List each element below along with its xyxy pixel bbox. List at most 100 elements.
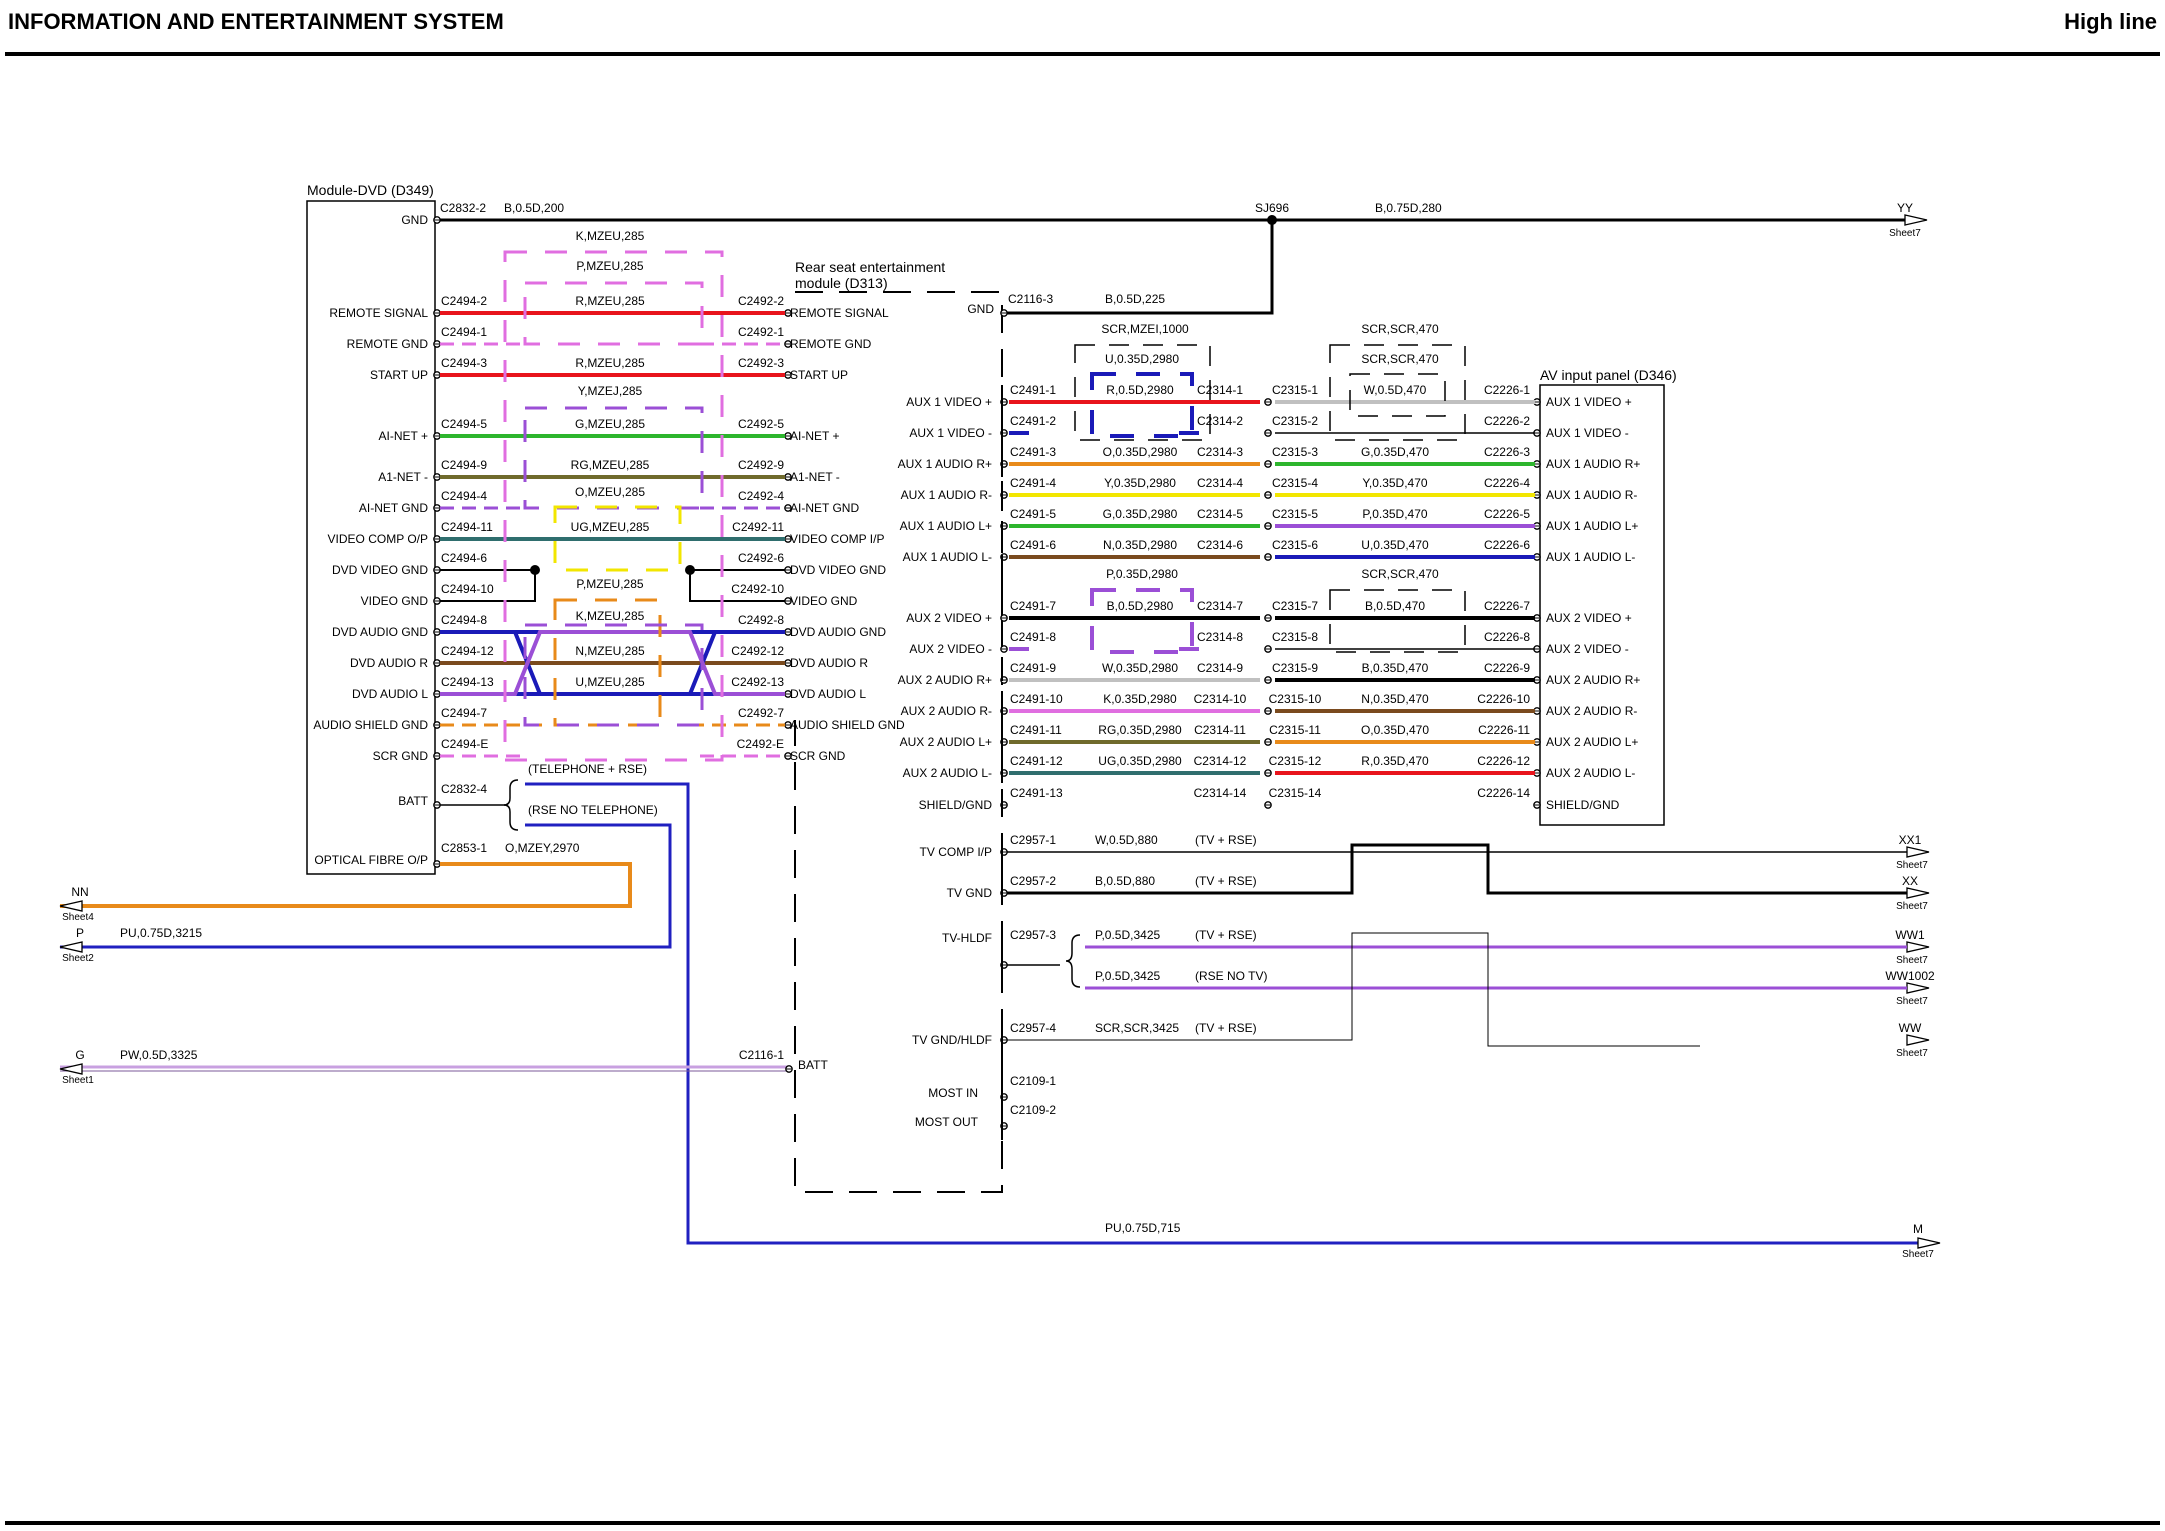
dvd-pin-number: C2494-10: [441, 582, 494, 596]
av-pin-label: AUX 1 AUDIO L-: [1546, 550, 1635, 564]
av-pin: C2226-12: [1477, 754, 1530, 768]
sj696-label: SJ696: [1255, 201, 1289, 215]
wire-spec-label: RG,MZEU,285: [571, 458, 650, 472]
c2314-pin: C2314-4: [1197, 476, 1243, 490]
rse-aux-pin: C2491-10: [1010, 692, 1063, 706]
av-pin-label: AUX 1 AUDIO L+: [1546, 519, 1638, 533]
dvd-pin-label: DVD AUDIO L: [352, 687, 428, 701]
g-sheet: Sheet1: [62, 1075, 94, 1086]
dvd-pin-number: C2494-6: [441, 551, 487, 565]
aux-wire1-label: K,0.35D,2980: [1103, 692, 1177, 706]
gnd-wire2-label: B,0.75D,280: [1375, 201, 1442, 215]
rse-pin-label: A1-NET -: [790, 470, 840, 484]
tv-connector-arrow: [1906, 887, 1930, 899]
batt-note-1: (TELEPHONE + RSE): [528, 762, 647, 776]
av-pin: C2226-10: [1477, 692, 1530, 706]
aux-wire2-label: R,0.35D,470: [1361, 754, 1429, 768]
c2314-pin: C2314-10: [1194, 692, 1247, 706]
batt-rse-wire: [60, 823, 672, 949]
nn-sheet: Sheet4: [62, 912, 94, 923]
rse-aux-label: AUX 1 AUDIO R-: [901, 488, 992, 502]
optical-label: OPTICAL FIBRE O/P: [314, 853, 428, 867]
rse-pin-label: REMOTE SIGNAL: [790, 306, 889, 320]
av-shield-label: U,0.35D,2980: [1105, 352, 1179, 366]
dvd-pin-number: C2494-E: [441, 737, 488, 751]
av-shield-label: SCR,SCR,470: [1361, 567, 1439, 581]
dvd-pin-label: VIDEO GND: [361, 594, 429, 608]
nn-label: NN: [71, 885, 88, 899]
av-pin-label: SHIELD/GND: [1546, 798, 1620, 812]
av-shield-label: SCR,SCR,470: [1361, 352, 1439, 366]
audio-twist-2: [440, 630, 785, 696]
optical-pin: C2853-1: [441, 841, 487, 855]
aux-wire1-label: UG,0.35D,2980: [1098, 754, 1182, 768]
rse-aux-pin: C2491-6: [1010, 538, 1056, 552]
c2314-pin: C2314-6: [1197, 538, 1243, 552]
av-pin-label: AUX 2 VIDEO +: [1546, 611, 1632, 625]
rse-pin-label: VIDEO GND: [790, 594, 858, 608]
shield-spec-label: P,MZEU,285: [576, 259, 643, 273]
c2315-pin: C2315-3: [1272, 445, 1318, 459]
aux-wire2-label: O,0.35D,470: [1361, 723, 1429, 737]
dvd-pin-label: AUDIO SHIELD GND: [313, 718, 428, 732]
rse-module-title-2: module (D313): [795, 275, 888, 291]
batt-note-2: (RSE NO TELEPHONE): [528, 803, 658, 817]
video-splice-left: [530, 565, 540, 575]
rse-pin-number: C2492-8: [738, 613, 784, 627]
dvd-pin-label: AI-NET GND: [359, 501, 428, 515]
rse-batt-label: BATT: [798, 1058, 828, 1072]
rse-aux-label: AUX 1 VIDEO -: [909, 426, 992, 440]
tv-dest: WW1: [1895, 928, 1925, 942]
dvd-pin-label: REMOTE GND: [347, 337, 429, 351]
dvd-pin-label: DVD AUDIO GND: [332, 625, 428, 639]
dvd-pin-number: C2494-5: [441, 417, 487, 431]
aux-wire1-label: N,0.35D,2980: [1103, 538, 1177, 552]
aux-wire1-label: R,0.5D,2980: [1106, 383, 1174, 397]
aux-wire2-label: G,0.35D,470: [1361, 445, 1429, 459]
video-gnd-loop-right: [689, 569, 785, 602]
tv-connector-arrow: [1906, 941, 1930, 953]
rse-batt-pin: C2116-1: [739, 1048, 784, 1062]
rse-aux-pin: C2491-8: [1010, 630, 1056, 644]
av-pin: C2226-11: [1478, 723, 1530, 737]
dvd-pin-number: C2494-4: [441, 489, 487, 503]
rse-module-title: Rear seat entertainment: [795, 259, 945, 275]
yy-connector-arrow: [1904, 214, 1928, 226]
av-shield-label: SCR,MZEI,1000: [1101, 322, 1189, 336]
tv-connector-arrow: [1906, 1034, 1930, 1046]
av-shield-u: [1090, 372, 1194, 438]
variant-label: High line: [2064, 9, 2157, 34]
rse-pin-number: C2492-7: [738, 706, 784, 720]
c2315-pin: C2315-1: [1272, 383, 1318, 397]
rse-pin-number: C2492-13: [731, 675, 784, 689]
tv-wire-label: SCR,SCR,3425: [1095, 1021, 1179, 1035]
tv-dest: XX: [1902, 874, 1918, 888]
tv-sheet: Sheet7: [1896, 996, 1928, 1007]
tv-wire-label: W,0.5D,880: [1095, 833, 1158, 847]
av-pin: C2226-8: [1484, 630, 1530, 644]
wire-spec-label: G,MZEU,285: [575, 417, 645, 431]
tv-gnd-wire: [1007, 843, 1907, 895]
c2315-pin: C2315-6: [1272, 538, 1318, 552]
rse-pin-number: C2492-1: [738, 325, 784, 339]
c2315-pin: C2315-4: [1272, 476, 1318, 490]
rse-pin-number: C2492-4: [738, 489, 784, 503]
tv-note: (TV + RSE): [1195, 833, 1257, 847]
m-connector-arrow: [1917, 1237, 1941, 1249]
most-in-pin: C2109-1: [1010, 1074, 1056, 1088]
rse-aux-label: AUX 2 AUDIO R+: [898, 673, 992, 687]
batt-pin: C2832-4: [441, 782, 487, 796]
shield-bracket: [523, 623, 704, 727]
rse-aux-pin: C2491-11: [1010, 723, 1062, 737]
av-pin-label: AUX 1 VIDEO +: [1546, 395, 1632, 409]
tv-pin: C2957-4: [1010, 1021, 1056, 1035]
c2315-pin: C2315-9: [1272, 661, 1318, 675]
shield-spec-label: K,MZEU,285: [576, 609, 645, 623]
av-panel-title: AV input panel (D346): [1540, 367, 1677, 383]
aux-wire1-label: G,0.35D,2980: [1103, 507, 1178, 521]
c2315-pin: C2315-2: [1272, 414, 1318, 428]
c2315-pin: C2315-14: [1269, 786, 1322, 800]
av-shield-scr: [1329, 344, 1466, 441]
aux-wire1-label: RG,0.35D,2980: [1098, 723, 1182, 737]
wire-spec-label: R,MZEU,285: [575, 294, 645, 308]
